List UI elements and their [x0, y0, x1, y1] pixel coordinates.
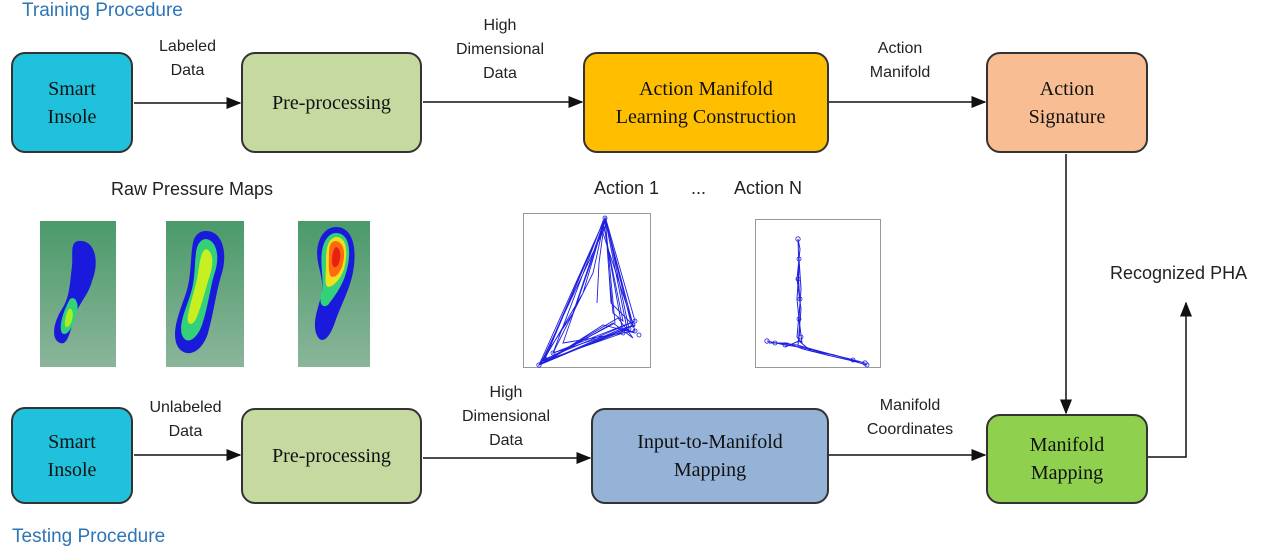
preprocessing-top-box: Pre-processing	[241, 52, 422, 153]
ellipsis-caption: ...	[691, 178, 707, 198]
pressure-map-3-image	[298, 221, 370, 367]
action-manifold-label: Action Manifold	[869, 40, 931, 81]
arrow-mapping-to-recognized	[1147, 301, 1192, 458]
recognized-pha-label: Recognized PHA	[1110, 263, 1248, 283]
raw-pressure-maps-caption: Raw Pressure Maps	[111, 179, 274, 199]
action-signature-box: Action Signature	[986, 52, 1148, 153]
action-n-caption: Action N	[734, 178, 803, 198]
high-dimensional-data-top-label: High Dimensional Data	[455, 17, 545, 82]
smart-insole-top-box: Smart Insole	[11, 52, 133, 153]
unlabeled-data-label: Unlabeled Data	[149, 399, 222, 440]
pressure-map-2-image	[166, 221, 244, 367]
manifold-mapping-box: Manifold Mapping	[986, 414, 1148, 504]
smart-insole-bottom-box: Smart Insole	[11, 407, 133, 504]
action-1-plot	[523, 213, 651, 368]
high-dimensional-data-bottom-label: High Dimensional Data	[461, 384, 551, 449]
action-1-caption: Action 1	[594, 178, 660, 198]
training-procedure-title: Training Procedure	[22, 0, 183, 21]
action-manifold-box: Action Manifold Learning Construction	[583, 52, 829, 153]
action-n-plot	[755, 219, 881, 368]
testing-procedure-title: Testing Procedure	[12, 526, 166, 547]
manifold-coordinates-label: Manifold Coordinates	[866, 397, 954, 438]
labeled-data-label: Labeled Data	[159, 38, 216, 79]
preprocessing-bottom-box: Pre-processing	[241, 408, 422, 504]
input-to-manifold-box: Input-to-Manifold Mapping	[591, 408, 829, 504]
pressure-map-1-image	[40, 221, 116, 367]
